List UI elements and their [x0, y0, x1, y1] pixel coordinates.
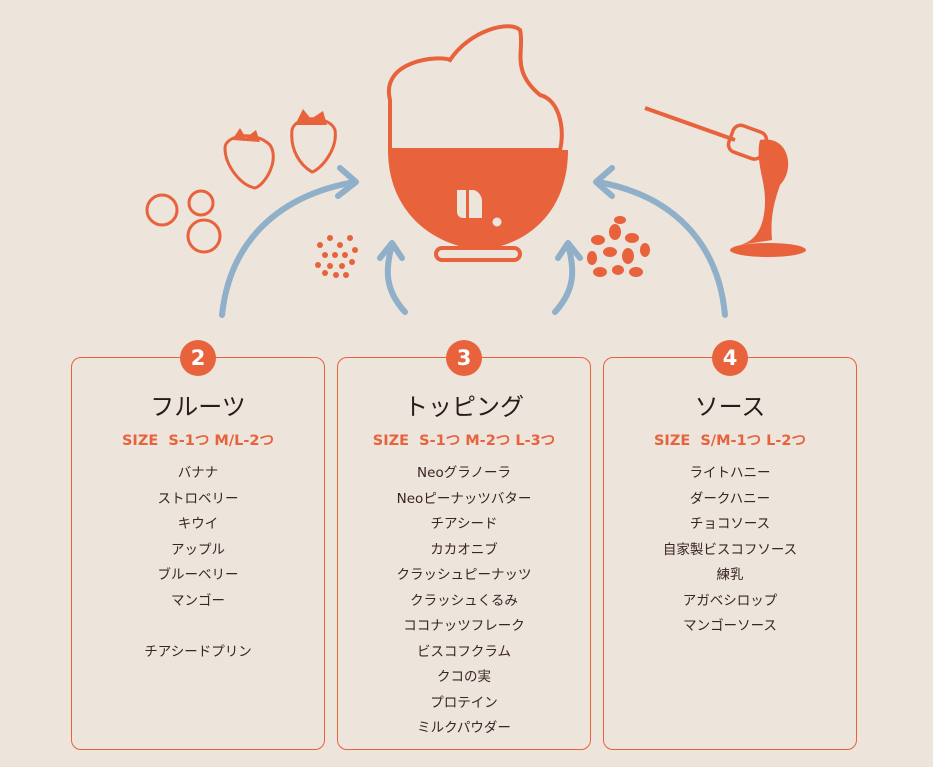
list-item: 自家製ビスコフソース — [662, 541, 798, 558]
strawberry-icon — [223, 117, 337, 190]
list-item: バナナ — [177, 465, 219, 481]
list-item: 練乳 — [716, 567, 744, 583]
size-info: SIZE S/M-1つ L-2つ — [653, 433, 807, 449]
list-item: ココナッツフレーク — [403, 618, 525, 634]
list-item: Neoピーナッツバター — [396, 490, 532, 507]
list-item: チアシード — [430, 516, 498, 532]
list-item: キウイ — [177, 516, 219, 532]
list-item: Neoグラノーラ — [417, 465, 511, 481]
size-info: SIZE S-1つ M/L-2つ — [121, 433, 275, 449]
list-item: アップル — [171, 541, 225, 558]
step-badge: 2 — [180, 340, 216, 376]
card-sauce: 4 ソース SIZE S/M-1つ L-2つ ライトハニー ダークハニー チョコ… — [603, 340, 857, 750]
list-item: クラッシュピーナッツ — [396, 567, 532, 583]
arrow-sauce — [595, 179, 728, 318]
list-item: アガベシロップ — [682, 592, 778, 609]
list-item: ダークハニー — [689, 490, 771, 507]
step-badge: 3 — [446, 340, 482, 376]
arrow-topping-right — [552, 242, 576, 315]
list-item: チョコソース — [689, 516, 771, 532]
granola-icon — [587, 216, 650, 277]
arrow-topping-left — [384, 242, 408, 315]
list-item: ミルクパウダー — [417, 720, 511, 736]
list-item: ブルーベリー — [157, 567, 239, 583]
seeds-icon — [315, 235, 358, 278]
banana-icon — [145, 189, 222, 254]
list-item: クコの実 — [437, 669, 491, 685]
list-item: ストロベリー — [157, 490, 239, 507]
honey-dipper-icon — [644, 106, 806, 257]
list-item: マンゴーソース — [683, 618, 777, 634]
item-list: バナナ ストロベリー キウイ アップル ブルーベリー マンゴー チアシードプリン — [72, 461, 324, 665]
illustration — [145, 24, 806, 318]
list-item: ライトハニー — [689, 465, 771, 481]
bowl-icon — [386, 24, 568, 262]
arrow-fruit-head — [335, 165, 359, 199]
card-title: トッピング — [404, 393, 524, 421]
arrow-topping-right-head — [555, 240, 583, 261]
item-list: Neoグラノーラ Neoピーナッツバター チアシード カカオニブ クラッシュピー… — [338, 461, 590, 742]
arrow-topping-left-head — [377, 240, 405, 261]
list-item: ビスコフクラム — [416, 643, 512, 660]
step-badge: 4 — [712, 340, 748, 376]
item-list: ライトハニー ダークハニー チョコソース 自家製ビスコフソース 練乳 アガベシロ… — [604, 461, 856, 640]
card-topping: 3 トッピング SIZE S-1つ M-2つ L-3つ Neoグラノーラ Neo… — [337, 340, 591, 750]
card-title: フルーツ — [150, 393, 246, 421]
logo-icon — [457, 190, 483, 218]
list-item: クラッシュくるみ — [410, 592, 518, 609]
card-title: ソース — [694, 393, 766, 421]
card-fruit: 2 フルーツ SIZE S-1つ M/L-2つ バナナ ストロベリー キウイ ア… — [71, 340, 325, 750]
list-item: カカオニブ — [430, 541, 498, 558]
list-spacer — [72, 614, 324, 640]
arrow-fruit — [219, 179, 358, 318]
list-item: チアシードプリン — [144, 643, 252, 660]
strawberry-leaves-icon — [232, 109, 327, 142]
size-info: SIZE S-1つ M-2つ L-3つ — [372, 433, 556, 449]
arrow-sauce-head — [593, 165, 615, 199]
list-item: マンゴー — [171, 592, 225, 609]
list-item: プロテイン — [430, 694, 498, 711]
